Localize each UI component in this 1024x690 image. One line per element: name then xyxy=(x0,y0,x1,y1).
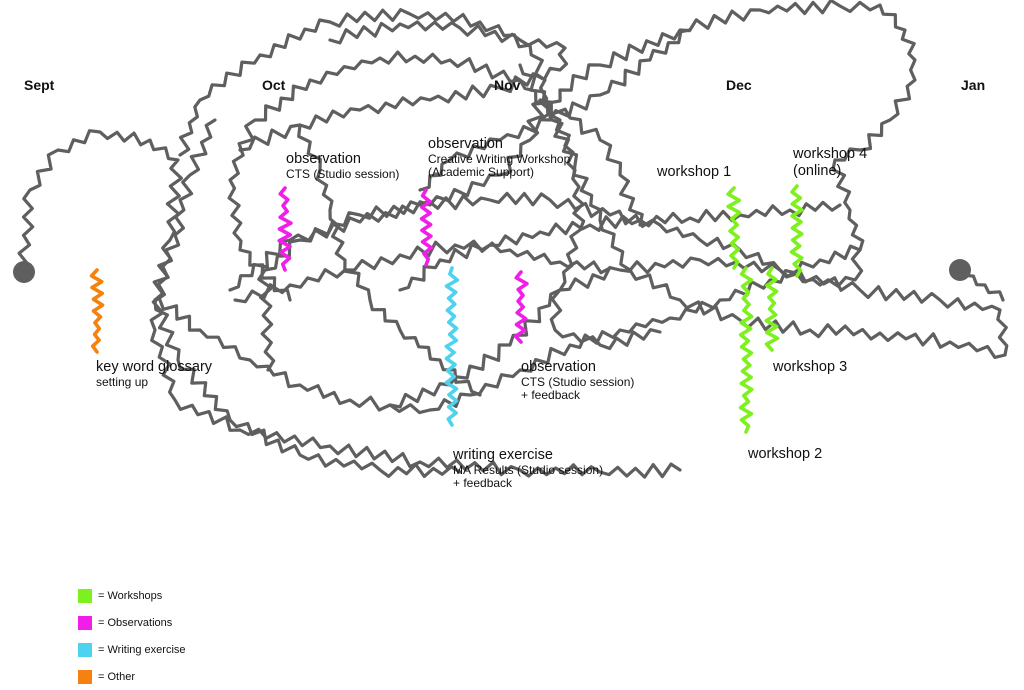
event-detail: Creative Writing Workshop xyxy=(428,151,571,166)
legend-item-other: = Other xyxy=(78,663,186,690)
event-observation-cts-nov: observation CTS (Studio session) + feedb… xyxy=(521,359,634,403)
event-mark-workshop-3 xyxy=(764,266,780,352)
event-title: workshop 2 xyxy=(748,446,823,462)
event-title: observation xyxy=(286,151,361,167)
scribble-line-17 xyxy=(418,28,692,192)
event-detail: setting up xyxy=(96,374,149,389)
scribble-line-4 xyxy=(152,118,217,302)
scribble-line-8 xyxy=(538,0,917,162)
event-mark-writing xyxy=(444,266,460,427)
event-detail: + feedback xyxy=(453,476,513,491)
event-workshop-2: workshop 2 xyxy=(748,446,822,463)
event-title: key word glossary xyxy=(96,359,213,375)
scribble-line-13 xyxy=(538,98,644,227)
month-label-sept: Sept xyxy=(24,77,55,93)
event-detail: CTS (Studio session) xyxy=(286,166,400,181)
event-title: writing exercise xyxy=(453,447,553,463)
event-key-word-glossary: key word glossary setting up xyxy=(96,359,212,389)
month-label-oct: Oct xyxy=(262,77,286,93)
event-title: observation xyxy=(521,359,596,375)
event-workshop-1: workshop 1 xyxy=(657,164,731,181)
event-detail: MA Results (Studio session) xyxy=(453,462,604,477)
legend-swatch xyxy=(78,669,92,684)
scribble-line-10 xyxy=(238,20,569,152)
legend-swatch xyxy=(78,588,92,603)
event-workshop-4: workshop 4 (online) xyxy=(793,146,867,179)
scribble-line-2 xyxy=(178,8,549,292)
event-observation-cts-oct: observation CTS (Studio session) xyxy=(286,151,399,181)
event-mark-obs-nov-a xyxy=(419,188,434,267)
event-title: workshop 1 xyxy=(657,164,732,180)
legend-item-workshops: = Workshops xyxy=(78,582,186,609)
legend: = Workshops = Observations = Writing exe… xyxy=(78,582,186,690)
scribble-line-9 xyxy=(257,158,865,372)
event-mark-workshop-2 xyxy=(738,266,754,434)
event-title: observation xyxy=(428,136,503,152)
scribble-line-16 xyxy=(158,298,432,415)
event-detail: (online) xyxy=(793,162,842,179)
legend-label: = Writing exercise xyxy=(98,643,186,656)
legend-label: = Observations xyxy=(98,616,173,629)
end-connector xyxy=(958,268,1005,302)
scribble-line-12 xyxy=(428,244,862,412)
month-label-nov: Nov xyxy=(494,77,521,93)
event-mark-obs-nov-b xyxy=(513,270,529,344)
event-observation-creative-writing: observation Creative Writing Workshop (A… xyxy=(428,136,570,180)
scribble-line-1 xyxy=(17,129,682,479)
legend-swatch xyxy=(78,642,92,657)
event-mark-glossary xyxy=(89,268,105,354)
scribble-line-15 xyxy=(297,123,482,397)
month-label-jan: Jan xyxy=(961,77,986,93)
start-dot xyxy=(13,261,35,283)
legend-swatch xyxy=(78,615,92,630)
event-title: workshop 3 xyxy=(773,359,848,375)
month-label-dec: Dec xyxy=(726,77,752,93)
event-mark-obs-oct xyxy=(277,186,293,272)
legend-item-observations: = Observations xyxy=(78,609,186,636)
scribble-line-6 xyxy=(518,63,1007,359)
scribble-line-11 xyxy=(398,200,842,292)
event-mark-workshop-1 xyxy=(726,186,742,270)
legend-label: = Other xyxy=(98,670,135,683)
legend-item-writing-exercise: = Writing exercise xyxy=(78,636,186,663)
event-title: workshop 4 xyxy=(793,146,868,162)
scribble-line-7 xyxy=(549,256,1009,357)
event-workshop-3: workshop 3 xyxy=(773,359,847,376)
event-mark-workshop-4 xyxy=(789,184,804,278)
scribble-line-14 xyxy=(233,239,612,304)
legend-label: = Workshops xyxy=(98,589,163,602)
event-detail: + feedback xyxy=(521,388,581,403)
event-detail: CTS (Studio session) xyxy=(521,374,635,389)
scribble-line-5 xyxy=(153,298,462,478)
event-writing-exercise: writing exercise MA Results (Studio sess… xyxy=(453,447,603,491)
event-detail: (Academic Support) xyxy=(428,165,535,180)
